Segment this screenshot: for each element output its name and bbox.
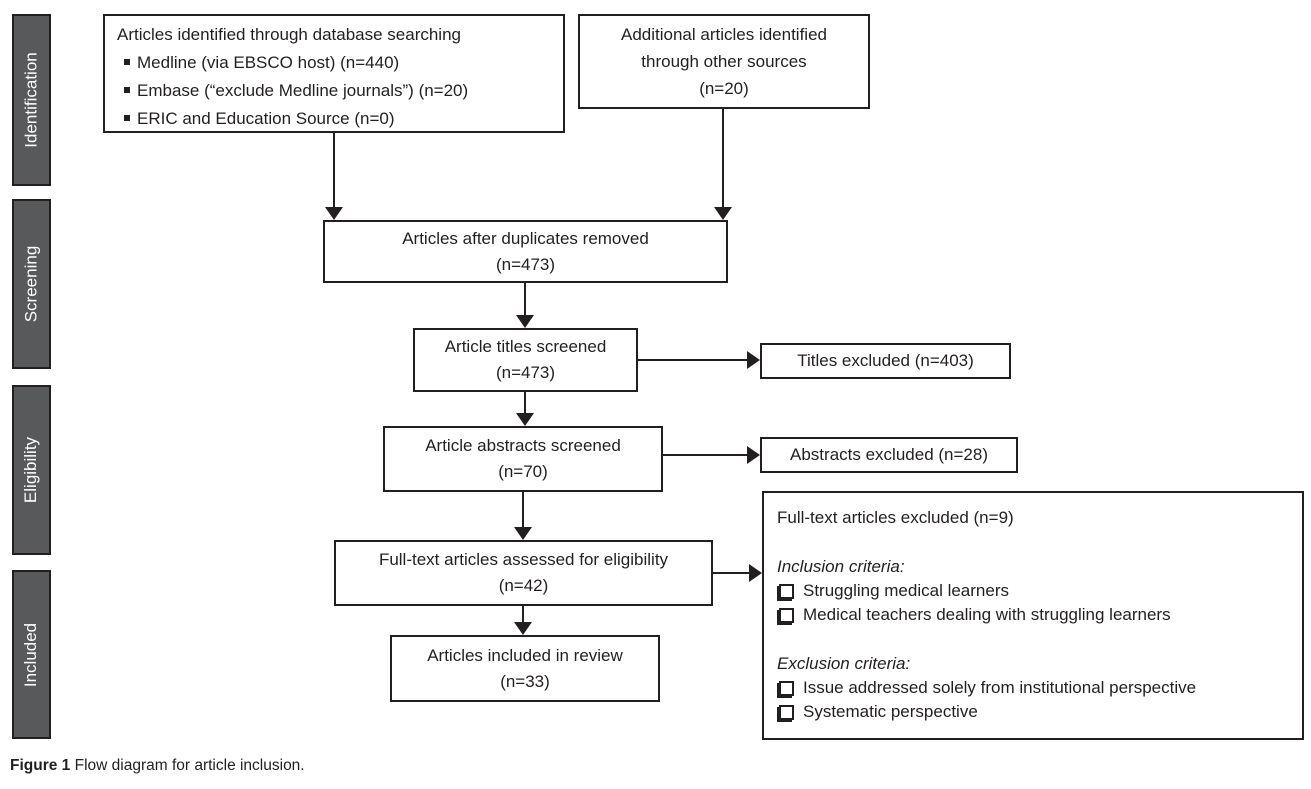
list-item: Medline (via EBSCO host) (n=440) bbox=[117, 49, 555, 77]
list-item: Embase (“exclude Medline journals”) (n=2… bbox=[117, 77, 555, 105]
connector-line bbox=[522, 492, 524, 528]
arrowhead-right-icon bbox=[749, 564, 762, 582]
stage-label: Identification bbox=[21, 52, 41, 148]
criteria-item: Struggling medical learners bbox=[777, 579, 1289, 603]
criteria-item-label: Struggling medical learners bbox=[803, 581, 1009, 600]
bullet-icon bbox=[124, 115, 130, 122]
box-line: (n=70) bbox=[498, 462, 548, 481]
connector-line bbox=[722, 108, 724, 208]
box-line: (n=20) bbox=[699, 79, 749, 98]
box-line: Articles after duplicates removed bbox=[402, 228, 649, 248]
connector-line bbox=[663, 454, 748, 456]
stage-identification: Identification bbox=[12, 14, 51, 186]
connector-line bbox=[713, 572, 750, 574]
stage-label: Eligibility bbox=[21, 436, 41, 504]
box-line: Additional articles identified bbox=[620, 25, 827, 44]
list-item-label: Medline (via EBSCO host) (n=440) bbox=[137, 53, 400, 72]
criteria-heading: Inclusion criteria: bbox=[777, 557, 905, 576]
box-line: Titles excluded (n=403) bbox=[797, 351, 974, 370]
box-line: (n=42) bbox=[498, 576, 549, 595]
box-title: Articles identified through database sea… bbox=[117, 25, 461, 44]
checkbox-icon bbox=[779, 680, 794, 696]
box-other-sources: Additional articles identified through o… bbox=[578, 14, 870, 109]
checkbox-icon bbox=[779, 583, 794, 599]
box-titles-screened: Article titles screened (n=473) bbox=[413, 328, 638, 392]
box-line: (n=473) bbox=[495, 363, 556, 382]
box-line: through other sources bbox=[641, 52, 807, 71]
box-line: Article abstracts screened bbox=[425, 436, 621, 455]
stage-screening: Screening bbox=[12, 199, 51, 369]
connector-line bbox=[333, 132, 335, 208]
stage-included: Included bbox=[12, 570, 51, 739]
box-titles-excluded: Titles excluded (n=403) bbox=[760, 343, 1011, 379]
arrowhead-down-icon bbox=[325, 207, 343, 220]
criteria-item: Systematic perspective bbox=[777, 700, 1289, 724]
arrowhead-right-icon bbox=[747, 351, 760, 369]
bullet-icon bbox=[124, 59, 130, 66]
box-line: Abstracts excluded (n=28) bbox=[790, 445, 988, 464]
list-item: ERIC and Education Source (n=0) bbox=[117, 105, 555, 133]
box-included-review: Articles included in review (n=33) bbox=[390, 635, 660, 702]
list-item-label: ERIC and Education Source (n=0) bbox=[137, 109, 395, 128]
bullet-icon bbox=[124, 87, 130, 94]
figure-caption: Figure 1 Flow diagram for article inclus… bbox=[10, 757, 305, 775]
connector-line bbox=[522, 606, 524, 623]
criteria-heading: Exclusion criteria: bbox=[777, 654, 911, 673]
arrowhead-down-icon bbox=[516, 413, 534, 426]
box-database-search: Articles identified through database sea… bbox=[103, 14, 565, 133]
box-abstracts-screened: Article abstracts screened (n=70) bbox=[383, 426, 663, 492]
box-abstracts-excluded: Abstracts excluded (n=28) bbox=[760, 437, 1018, 473]
box-title: Full-text articles excluded (n=9) bbox=[777, 508, 1014, 527]
exclusion-criteria-group: Exclusion criteria: Issue addressed sole… bbox=[777, 652, 1289, 724]
criteria-item: Medical teachers dealing with struggling… bbox=[777, 603, 1289, 627]
stage-label: Screening bbox=[21, 245, 41, 323]
criteria-item-label: Issue addressed solely from institutiona… bbox=[803, 678, 1197, 697]
connector-line bbox=[638, 359, 748, 361]
arrowhead-down-icon bbox=[514, 527, 532, 540]
criteria-item: Issue addressed solely from institutiona… bbox=[777, 676, 1289, 700]
stage-eligibility: Eligibility bbox=[12, 385, 51, 555]
box-line: (n=33) bbox=[500, 671, 550, 691]
arrowhead-down-icon bbox=[516, 315, 534, 328]
box-fulltext-excluded: Full-text articles excluded (n=9) Inclus… bbox=[762, 491, 1304, 740]
list-item-label: Embase (“exclude Medline journals”) (n=2… bbox=[137, 81, 469, 100]
box-duplicates-removed: Articles after duplicates removed (n=473… bbox=[323, 220, 728, 283]
criteria-item-label: Systematic perspective bbox=[803, 702, 978, 721]
connector-line bbox=[524, 283, 526, 316]
criteria-item-label: Medical teachers dealing with struggling… bbox=[803, 605, 1171, 624]
box-line: Article titles screened bbox=[444, 337, 607, 356]
inclusion-criteria-group: Inclusion criteria: Struggling medical l… bbox=[777, 555, 1289, 627]
arrowhead-right-icon bbox=[747, 446, 760, 464]
box-line: (n=473) bbox=[495, 254, 556, 274]
checkbox-icon bbox=[779, 704, 794, 720]
box-fulltext-assessed: Full-text articles assessed for eligibil… bbox=[334, 540, 713, 606]
arrowhead-down-icon bbox=[714, 207, 732, 220]
arrowhead-down-icon bbox=[514, 622, 532, 635]
figure-caption-label: Figure 1 bbox=[10, 757, 71, 774]
box-line: Full-text articles assessed for eligibil… bbox=[378, 550, 669, 569]
connector-line bbox=[524, 392, 526, 414]
figure-caption-text: Flow diagram for article inclusion. bbox=[74, 757, 305, 774]
box-line: Articles included in review bbox=[427, 645, 623, 665]
stage-label: Included bbox=[21, 622, 41, 687]
checkbox-icon bbox=[779, 607, 794, 623]
